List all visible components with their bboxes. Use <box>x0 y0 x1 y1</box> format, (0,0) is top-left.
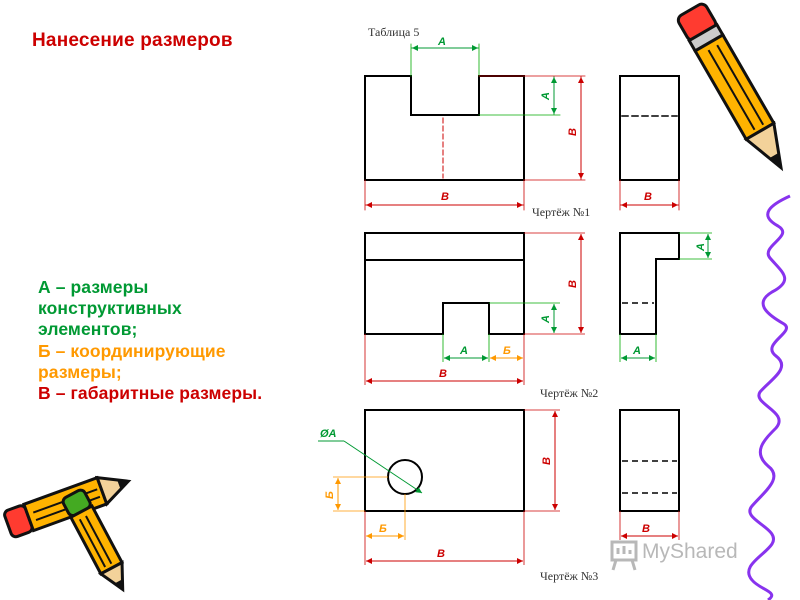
legend-line: размеры; <box>38 361 122 382</box>
legend-line: В – габаритные размеры. <box>38 383 263 404</box>
dim-label-v: В <box>441 191 449 203</box>
drawing-1: А А В В В Чертёж №1 <box>364 36 680 219</box>
dim-label-v: В <box>642 523 650 535</box>
legend-line: элементов; <box>38 319 138 340</box>
dim-label-a: А <box>540 92 552 101</box>
dim-label-v: В <box>644 191 652 203</box>
dim-label-a: А <box>540 315 552 324</box>
drawing-caption: Чертёж №3 <box>540 569 598 583</box>
dim-label-a: А <box>459 345 468 357</box>
table-caption: Таблица 5 <box>368 25 419 39</box>
dim-label-b: Б <box>324 491 336 499</box>
drawing-caption: Чертёж №1 <box>532 205 590 219</box>
dim-label-v: В <box>439 368 447 380</box>
drawing-caption: Чертёж №2 <box>540 386 598 400</box>
drawing-2: А В А Б В А А Чертёж №2 <box>364 232 712 400</box>
legend-line: А – размеры <box>38 277 149 297</box>
pencils-icon <box>3 475 132 593</box>
legend-line: конструктивных <box>38 298 182 319</box>
watermark-text: MyShared <box>642 540 738 563</box>
dim-label-a: А <box>632 345 641 357</box>
dim-label-v: В <box>541 457 553 465</box>
pencil-icon <box>676 2 784 172</box>
drawing-3: ØА В Б Б В В Чертёж №3 <box>318 409 680 583</box>
dim-label-b: Б <box>503 345 511 357</box>
dim-label-a: А <box>437 36 446 48</box>
dim-label-a: А <box>695 243 707 252</box>
dim-label-v: В <box>437 548 445 560</box>
dim-label-diam: ØА <box>320 428 337 440</box>
slide-title: Нанесение размеров <box>32 30 233 51</box>
dim-label-v: В <box>567 280 579 288</box>
dim-label-b: Б <box>379 523 387 535</box>
legend: А – размеры конструктивных элементов; Б … <box>38 277 328 404</box>
dim-label-v: В <box>567 128 579 136</box>
scribble-decoration <box>747 194 791 600</box>
legend-line: Б – координирующие <box>38 340 226 361</box>
presentation-icon <box>610 540 638 571</box>
